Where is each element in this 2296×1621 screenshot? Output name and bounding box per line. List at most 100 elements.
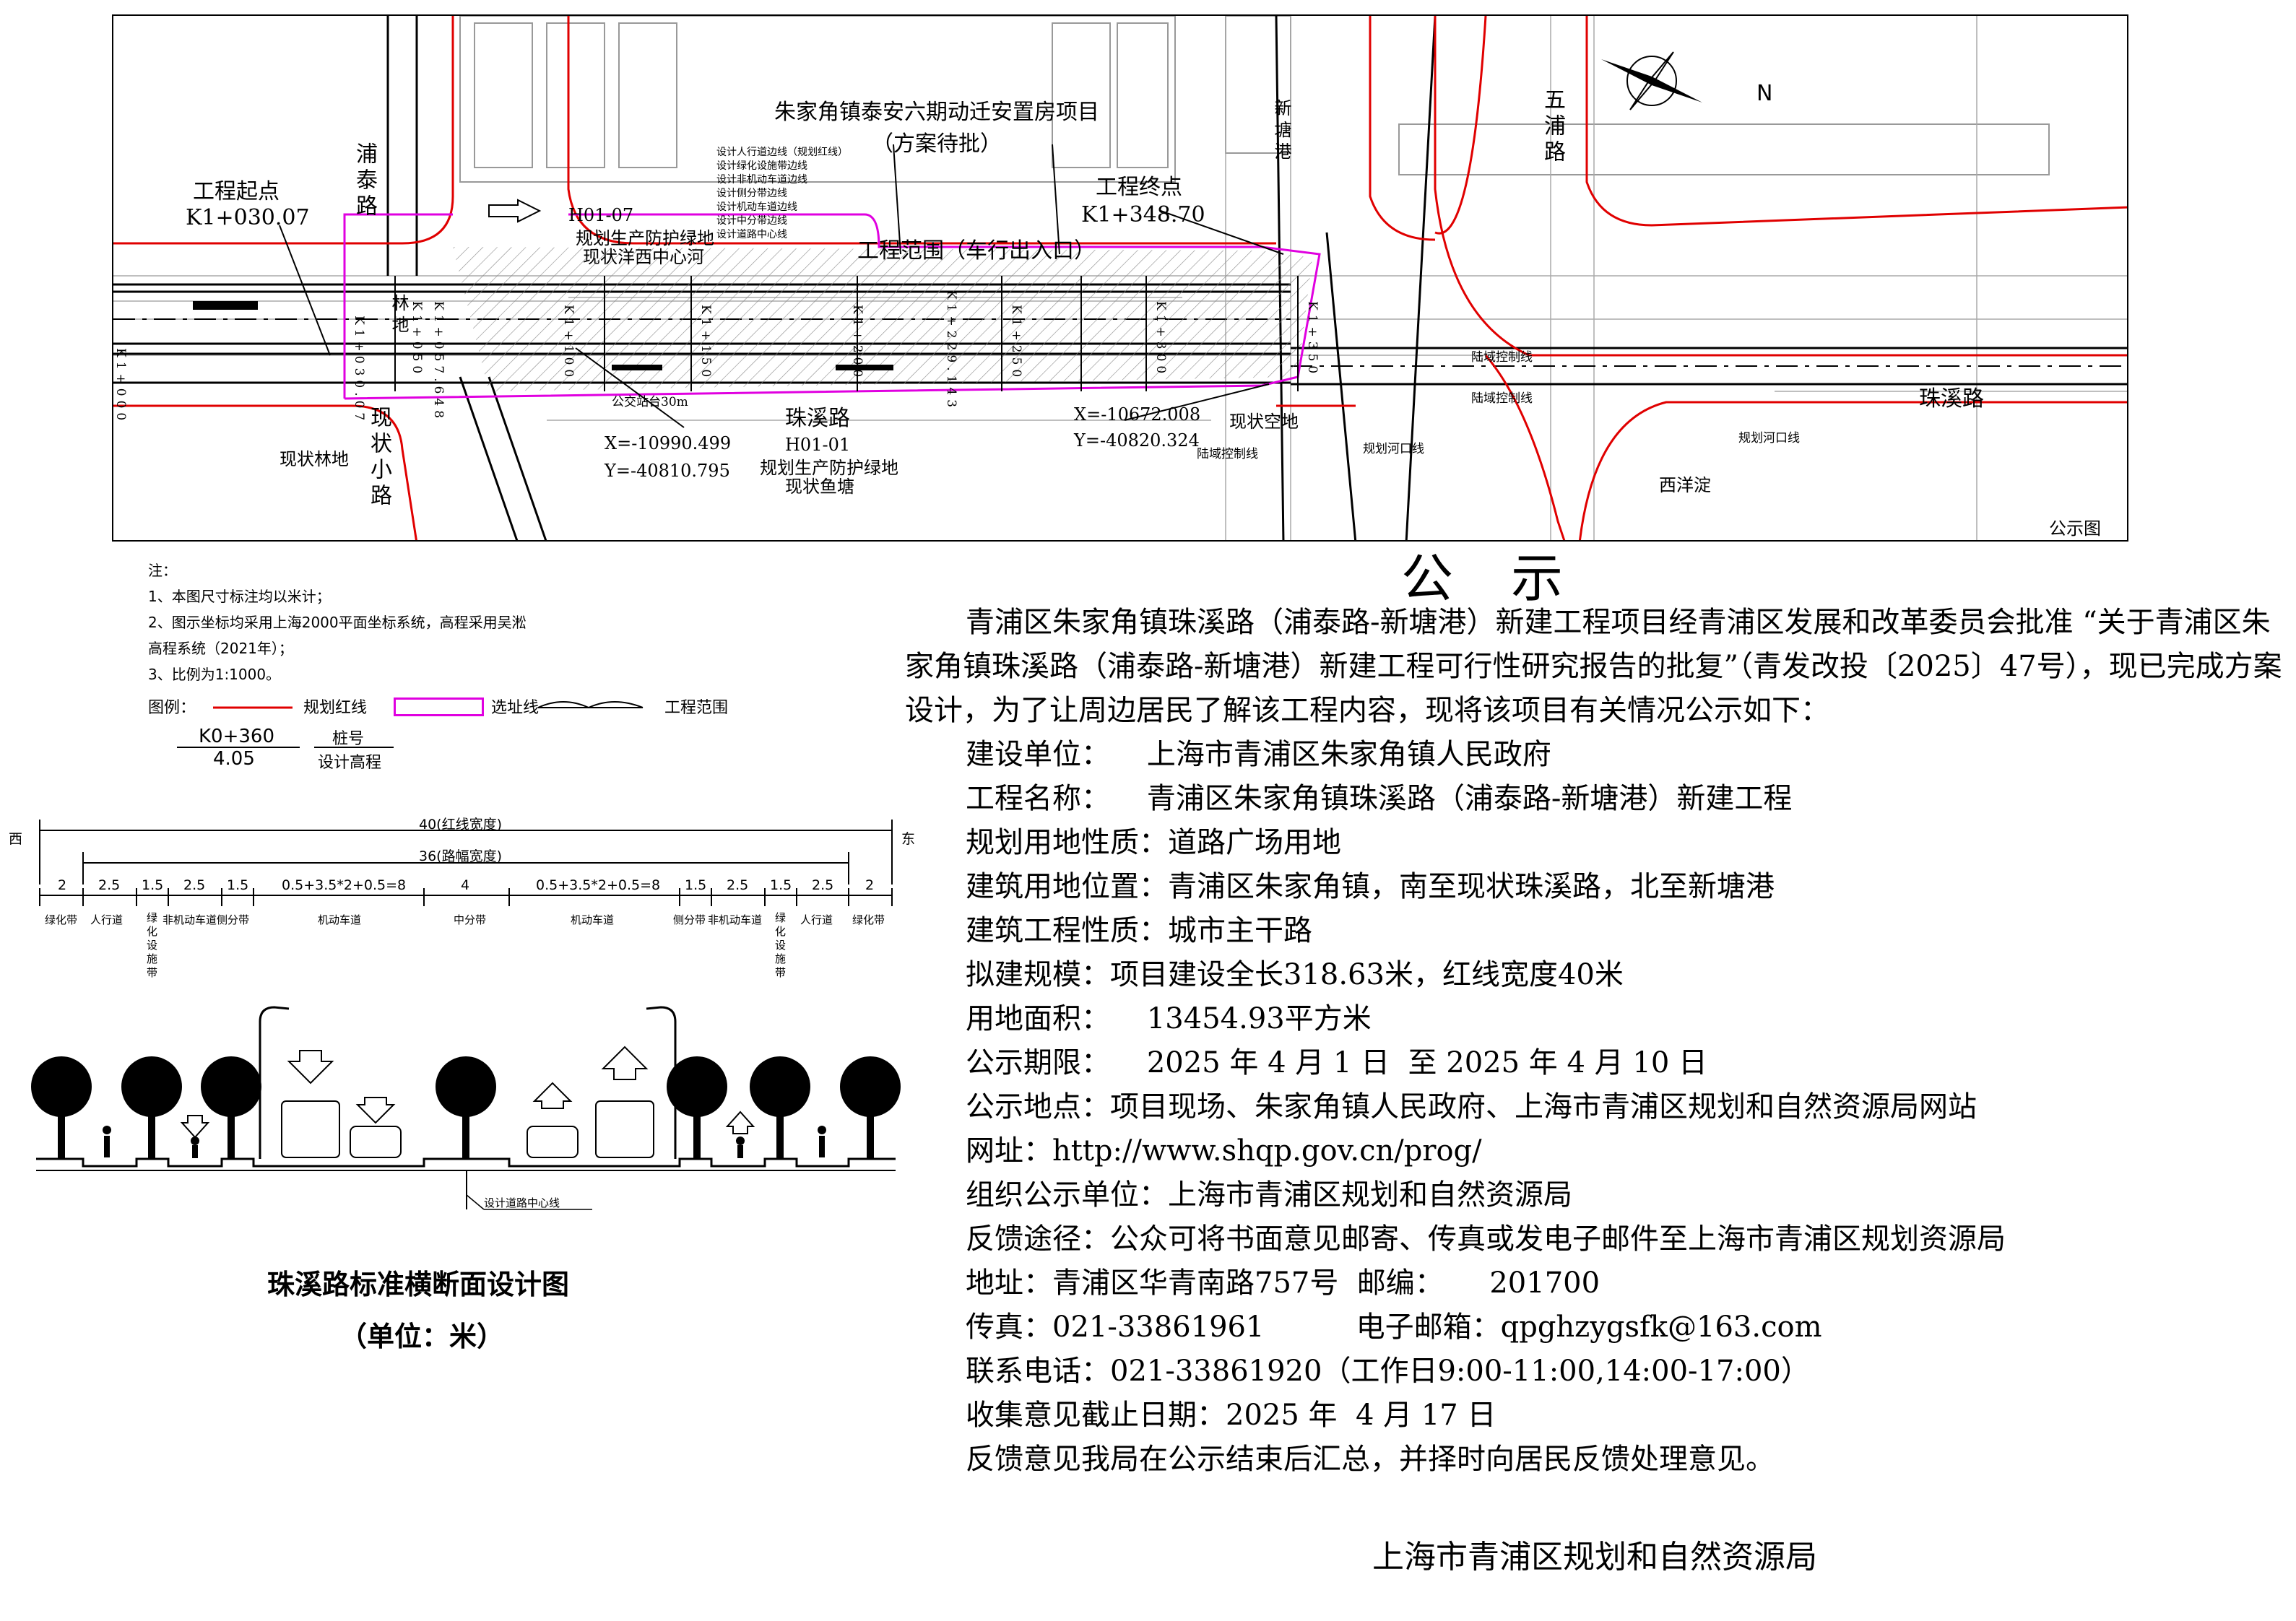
traffic-direction-arrow — [180, 1046, 755, 1139]
coord2-y: Y=-40820.324 — [1074, 430, 1200, 451]
forest-label: 林地 — [389, 294, 409, 337]
note-item: 高程系统（2021年）； — [148, 640, 293, 657]
project-block-note: （方案待批） — [872, 131, 1002, 157]
notice-line: 建筑工程性质：城市主干路 — [966, 914, 1312, 947]
note-item: 1、本图尺寸标注均以米计； — [148, 588, 331, 605]
legend-scope-swatch — [537, 701, 644, 709]
notice-signature: 上海市青浦区规划和自然资源局 — [1372, 1539, 1817, 1576]
scope-label: 工程范围（车行出入口） — [857, 238, 1096, 264]
legend-label: 图例： — [148, 699, 196, 717]
design-line-item: 设计侧分带边线 — [716, 188, 787, 199]
road-width-label: 36(路幅宽度) — [419, 848, 503, 864]
land-control-line-3: 陆域控制线 — [1471, 391, 1533, 406]
station-label: K1+350 — [1305, 301, 1320, 378]
west-label: 西 — [9, 831, 23, 847]
vehicle-icon — [281, 1100, 654, 1158]
notice-line: 收集意见截止日期：2025 年 4 月 17 日 — [966, 1399, 1496, 1432]
xiyang-dian: 西洋淀 — [1659, 475, 1711, 495]
east-label: 东 — [901, 831, 916, 847]
notice-intro: 青浦区朱家角镇珠溪路（浦泰路-新塘港）新建工程项目经青浦区发展和改革委员会批准 … — [905, 606, 2282, 727]
station-label: K1+300 — [1153, 301, 1168, 378]
notice-line: 联系电话：021-33861920（工作日9:00-11:00,14:00-17… — [966, 1355, 1810, 1388]
existing-forest: 现状林地 — [280, 449, 349, 469]
existing-road: 现状小路 — [366, 406, 391, 510]
notice-line: 公示地点：项目现场、朱家角镇人民政府、上海市青浦区规划和自然资源局网站 — [966, 1090, 1977, 1124]
notice-line: 建设单位： 上海市青浦区朱家角镇人民政府 — [966, 738, 1551, 771]
land-control-line-2: 陆域控制线 — [1197, 447, 1258, 461]
notice-line: 工程名称： 青浦区朱家角镇珠溪路（浦泰路-新塘港）新建工程 — [966, 782, 1793, 815]
notice-line: 公示期限： 2025 年 4 月 1 日 至 2025 年 4 月 10 日 — [966, 1046, 1707, 1079]
site-plan-drawing — [113, 16, 2127, 540]
station-label: K1+250 — [1009, 305, 1023, 382]
dim-label: 0.5+3.5*2+0.5=8 — [282, 877, 407, 893]
tree-icon — [31, 1056, 901, 1159]
dim-label: 2.5 — [183, 877, 206, 893]
road-name-main: 珠溪路 — [785, 406, 850, 431]
north-arrow-icon — [1601, 51, 1702, 110]
coord2-x: X=-10672.008 — [1074, 404, 1201, 425]
lane-label: 绿化带 — [45, 913, 78, 926]
notice-body: 青浦区朱家角镇珠溪路（浦泰路-新塘港）新建工程项目经青浦区发展和改革委员会批准 … — [905, 601, 2288, 1482]
notice-title: 公示 — [1401, 548, 1621, 609]
project-block-label: 朱家角镇泰安六期动迁安置房项目 — [774, 100, 1099, 125]
parcel-h0107-use: 规划生产防护绿地 — [576, 228, 714, 248]
notice-line: 地址：青浦区华青南路757号 邮编： 201700 — [966, 1266, 1600, 1300]
dim-label: 2.5 — [727, 877, 749, 893]
legend-elev-caption: 设计高程 — [318, 754, 382, 772]
dim-label: 1.5 — [142, 877, 164, 893]
legend-station-caption: 桩号 — [332, 730, 365, 748]
dim-label: 4 — [461, 877, 470, 893]
bus-stop-label: 公交站台30m — [612, 395, 688, 409]
canal-xintang: 新塘港 — [1271, 99, 1291, 164]
legend-magenta-swatch — [394, 697, 484, 716]
cross-section-lines — [31, 820, 901, 1210]
north-label: N — [1756, 81, 1773, 106]
road-name-putai: 浦泰路 — [352, 142, 377, 220]
design-line-item: 设计非机动车道边线 — [716, 174, 807, 186]
notice-line: 组织公示单位：上海市青浦区规划和自然资源局 — [966, 1178, 1572, 1212]
notice-line: 规划用地性质：道路广场用地 — [966, 826, 1341, 859]
lane-label: 侧分带 — [673, 913, 706, 926]
legend-magenta-label: 选址线 — [491, 699, 540, 717]
road-name-wupu: 五浦路 — [1540, 88, 1565, 166]
parcel-h0107: H01-07 — [568, 205, 634, 225]
notice-line: 反馈途径：公众可将书面意见邮寄、传真或发电子邮件至上海市青浦区规划资源局 — [966, 1222, 2006, 1256]
cross-section-drawing: 西 东 40(红线宽度) 36(路幅宽度) 2 2.5 1.5 2.5 1.5 … — [9, 805, 915, 1238]
end-label: 工程终点 — [1096, 175, 1182, 200]
total-width-label: 40(红线宽度) — [419, 817, 503, 833]
lane-label: 人行道 — [800, 913, 833, 926]
legend-scope-label: 工程范围 — [664, 699, 729, 717]
street-light-icon — [259, 1006, 677, 1159]
legend-station-sample: K0+360 — [199, 726, 275, 747]
lane-label: 中分带 — [454, 913, 487, 926]
design-line-item: 设计中分带边线 — [716, 215, 787, 227]
cross-section-unit: （单位：米） — [339, 1321, 505, 1352]
station-label: K1+100 — [561, 305, 576, 382]
cross-section-title: 珠溪路标准横断面设计图 — [267, 1269, 570, 1300]
station-label: K1+150 — [698, 305, 713, 382]
legend-elev-sample: 4.05 — [213, 748, 255, 770]
station-label: K1+050 — [410, 301, 424, 378]
site-selection-line — [343, 213, 1321, 400]
pedestrian-icon — [103, 1126, 826, 1158]
dim-label: 1.5 — [227, 877, 249, 893]
drawing-notes: 注： 1、本图尺寸标注均以米计； 2、图示坐标均采用上海2000平面坐标系统，高… — [148, 557, 527, 687]
parcel-h0101: H01-01 — [785, 435, 851, 455]
lane-label: 绿化设施带 — [774, 912, 787, 981]
design-lines-legend: 设计人行道边线（规划红线） 设计绿化设施带边线 设计非机动车道边线 设计侧分带边… — [716, 146, 848, 242]
dim-label: 0.5+3.5*2+0.5=8 — [536, 877, 661, 893]
road-name-right: 珠溪路 — [1919, 386, 1984, 412]
dim-label: 1.5 — [770, 877, 792, 893]
parcel-h0101-use: 规划生产防护绿地 — [760, 458, 898, 478]
design-line-item: 设计机动车道边线 — [716, 201, 797, 213]
land-control-line-1: 陆域控制线 — [1471, 350, 1533, 365]
station-label: K1+000 — [113, 348, 128, 425]
lane-label: 机动车道 — [571, 913, 615, 926]
end-station: K1+348.70 — [1081, 202, 1205, 227]
notice-line: 拟建规模：项目建设全长318.63米，红线宽度40米 — [966, 958, 1624, 991]
parcel-h0107-river: 现状洋西中心河 — [583, 247, 704, 267]
river-line-1: 规划河口线 — [1363, 442, 1424, 456]
station-label: K1+229.143 — [944, 290, 958, 412]
legend-red-label: 规划红线 — [303, 699, 368, 717]
station-label: K1+200 — [850, 305, 865, 382]
